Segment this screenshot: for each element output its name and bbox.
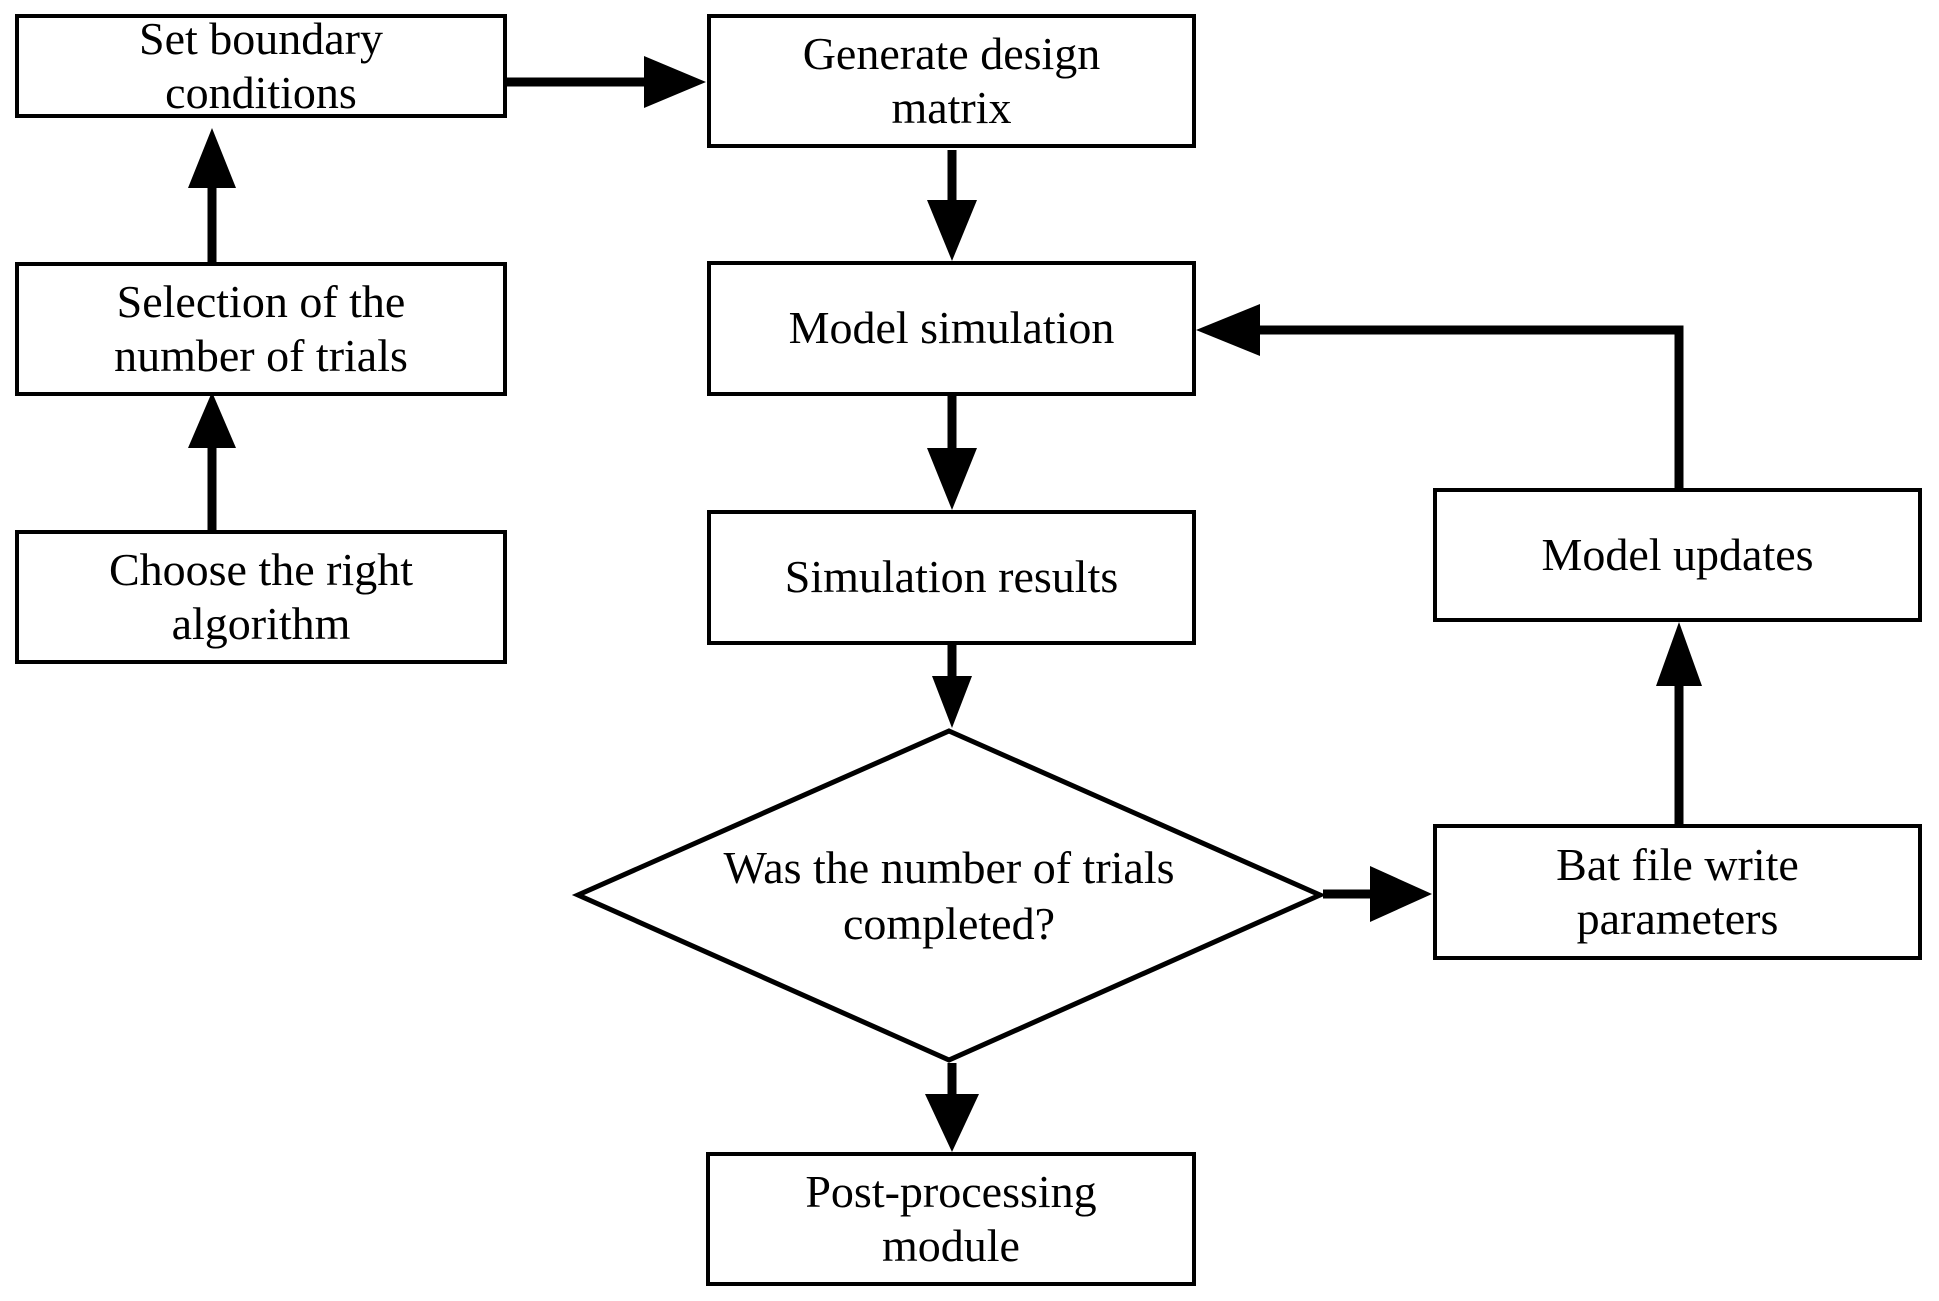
edge-algorithm-to-trials (188, 392, 236, 530)
edge-bat-file-to-model-updates (1656, 622, 1702, 824)
node-model-updates[interactable]: Model updates (1433, 488, 1922, 622)
node-label-line2: module (882, 1220, 1020, 1271)
node-label-line2: matrix (891, 82, 1012, 133)
node-selection-number-of-trials[interactable]: Selection of the number of trials (15, 262, 507, 396)
node-choose-right-algorithm[interactable]: Choose the right algorithm (15, 530, 507, 664)
node-label-line2: conditions (165, 67, 357, 118)
node-label: Model updates (1541, 528, 1814, 580)
edge-decision-to-bat-file (1323, 866, 1432, 922)
node-label-line1: Generate design (802, 27, 1101, 79)
node-label-line2: algorithm (171, 598, 351, 649)
node-label: Model simulation (788, 302, 1115, 354)
edge-results-to-decision (932, 645, 972, 728)
node-label-line1: Set boundary (138, 12, 383, 64)
edge-design-matrix-to-simulation (927, 150, 977, 261)
node-label-line1: Post-processing (805, 1165, 1097, 1217)
node-label: Simulation results (784, 551, 1119, 603)
node-model-simulation[interactable]: Model simulation (707, 261, 1196, 396)
decision-diamond-shape (571, 728, 1327, 1063)
node-bat-file-write-parameters[interactable]: Bat file write parameters (1433, 824, 1922, 960)
edge-trials-to-boundary (188, 128, 236, 262)
node-trials-completed-decision[interactable]: Was the number of trials completed? (571, 728, 1327, 1063)
edge-decision-to-post-processing (925, 1063, 979, 1152)
node-post-processing-module[interactable]: Post-processing module (706, 1152, 1196, 1286)
node-label-line1: Bat file write (1556, 838, 1799, 890)
node-label-line2: number of trials (114, 330, 408, 381)
node-label-line1: Selection of the (116, 275, 406, 327)
edge-simulation-to-results (927, 396, 977, 510)
edge-model-updates-to-simulation (1196, 304, 1684, 488)
node-label-line2: parameters (1576, 893, 1779, 944)
node-simulation-results[interactable]: Simulation results (707, 510, 1196, 645)
node-label-line1: Choose the right (108, 543, 414, 595)
node-set-boundary-conditions[interactable]: Set boundary conditions (15, 12, 507, 118)
node-generate-design-matrix[interactable]: Generate design matrix (707, 14, 1196, 148)
